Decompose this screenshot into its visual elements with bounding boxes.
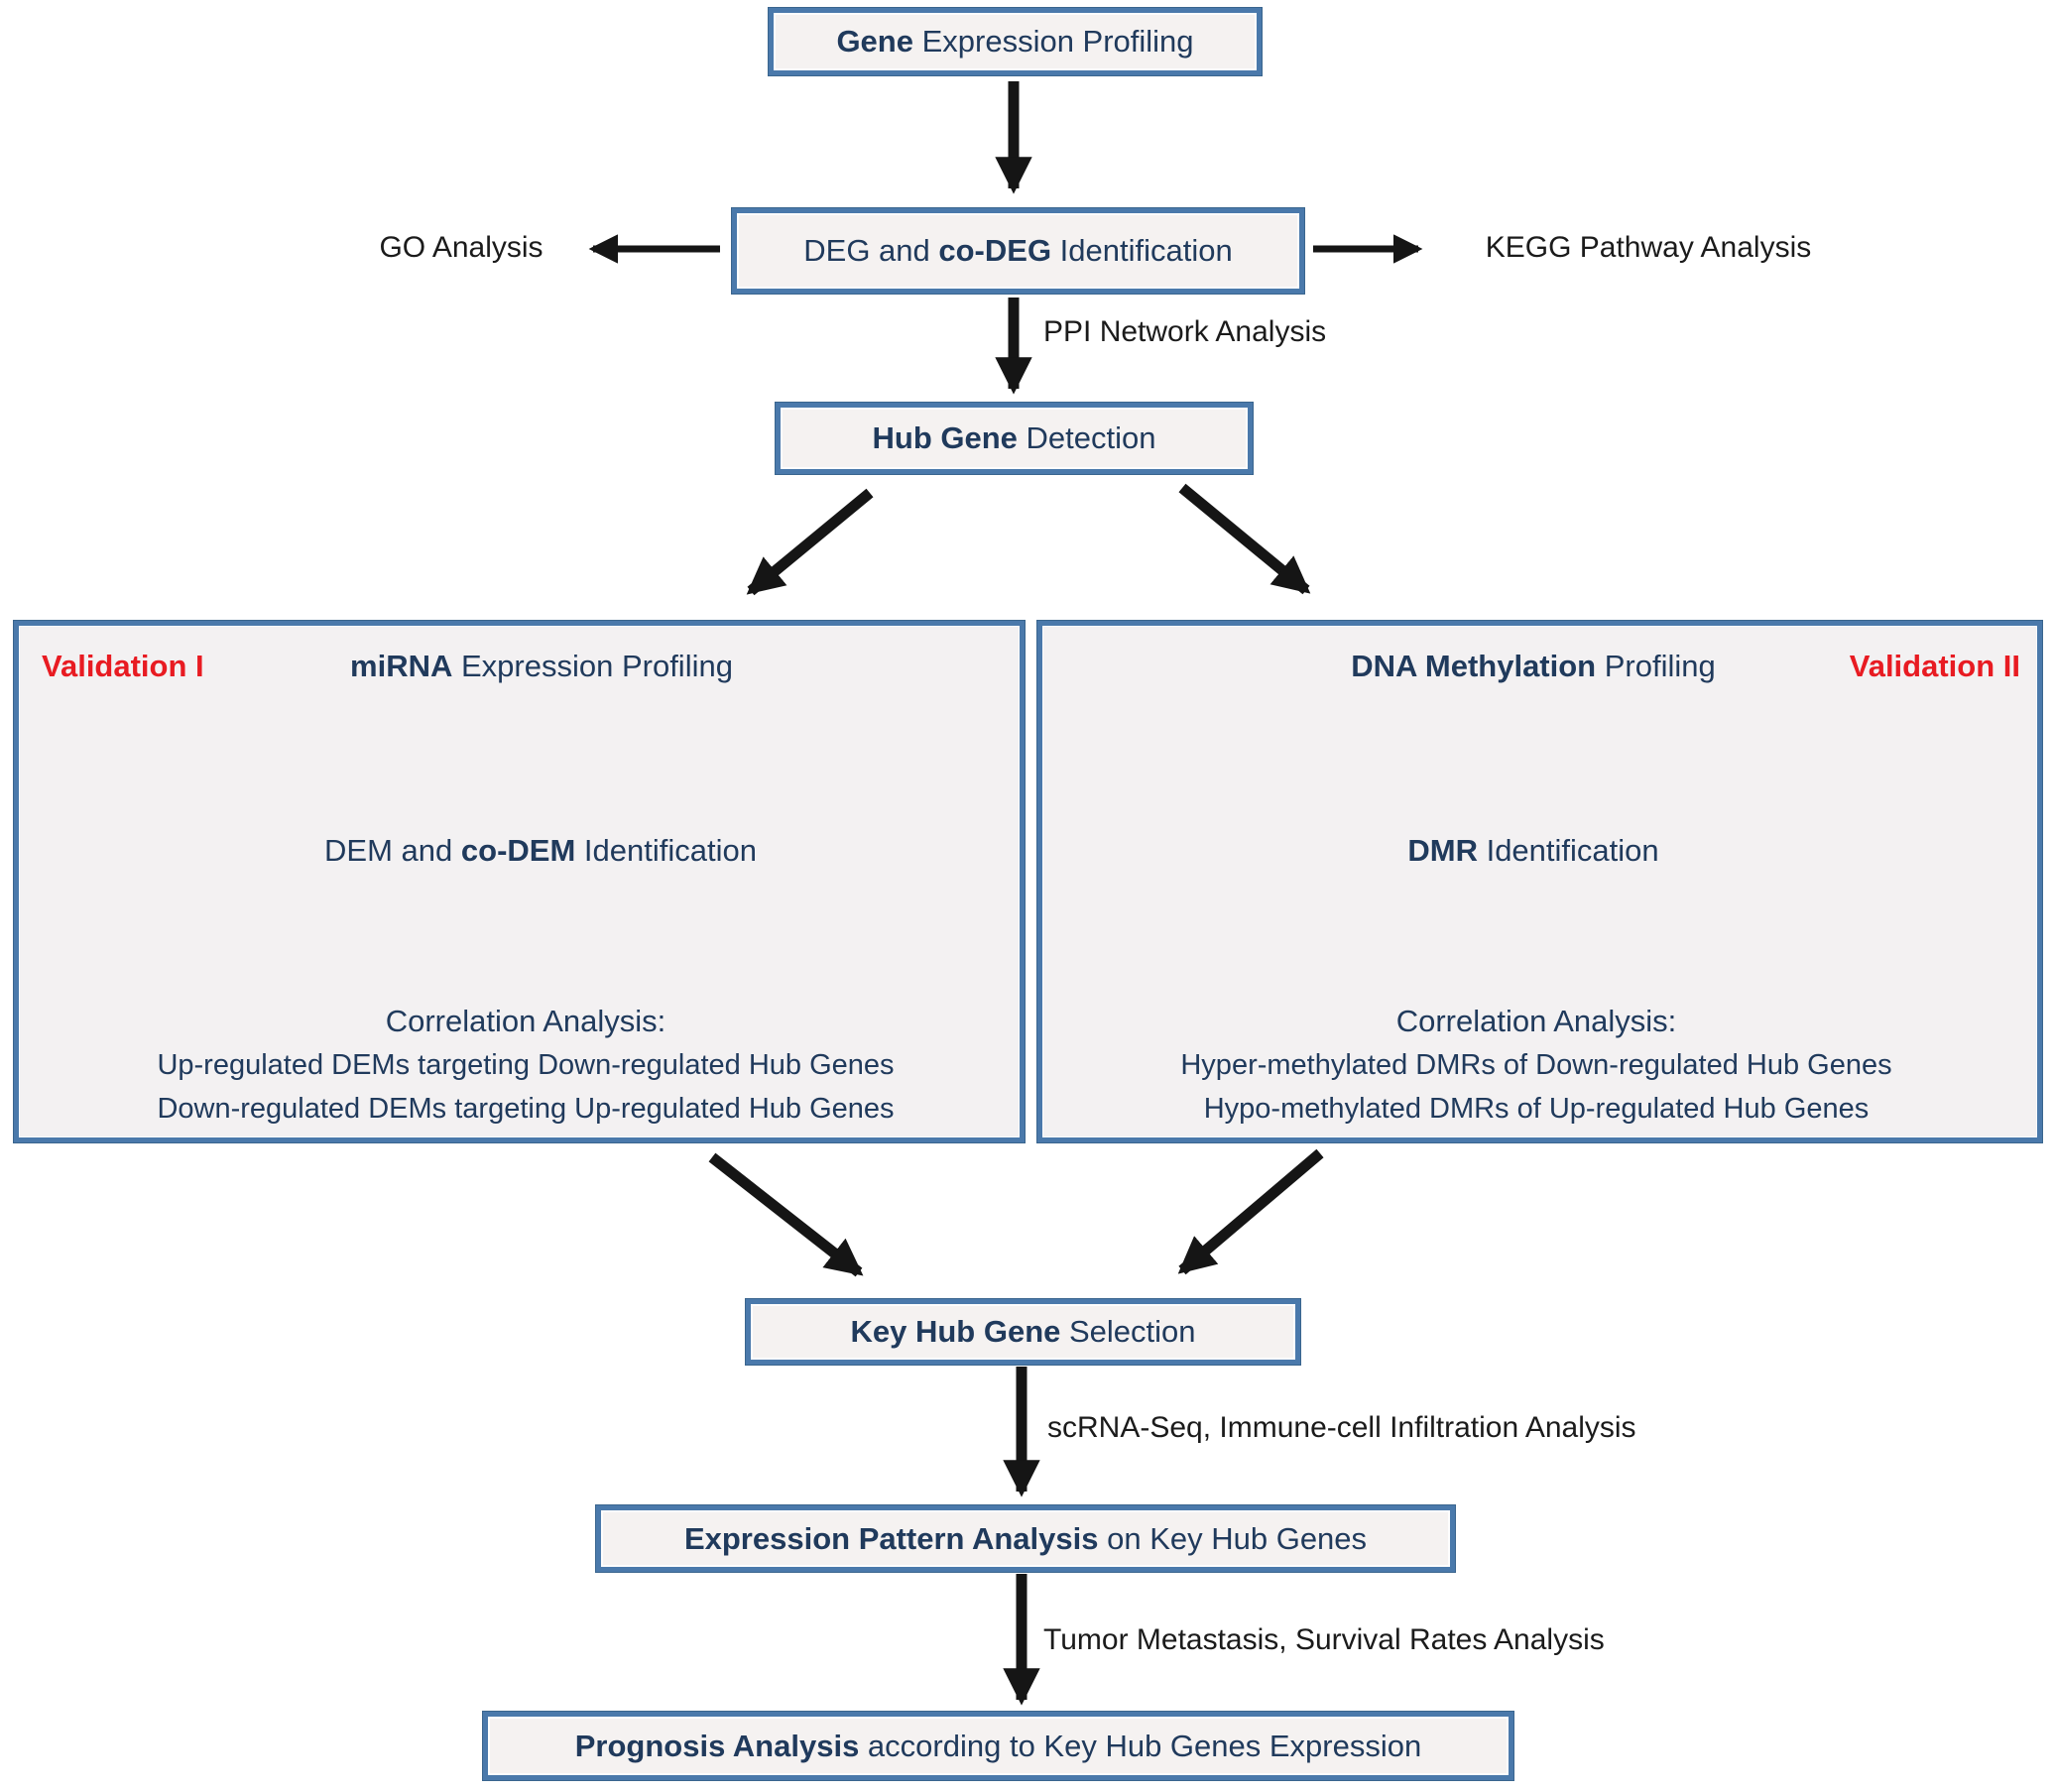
validation1-correlation-line1: Up-regulated DEMs targeting Down-regulat… xyxy=(157,1049,895,1081)
node-hub-bold: Hub Gene xyxy=(872,420,1018,455)
validation2-correlation-line1: Hyper-methylated DMRs of Down-regulated … xyxy=(1180,1049,1892,1081)
arrow-hub-to-validation1 xyxy=(746,488,874,596)
label-kegg-pathway-analysis: KEGG Pathway Analysis xyxy=(1485,231,1812,264)
validation1-tag: Validation I xyxy=(42,649,204,683)
label-ppi-network-analysis: PPI Network Analysis xyxy=(1043,315,1327,348)
validation1-correlation-line2: Down-regulated DEMs targeting Up-regulat… xyxy=(157,1093,895,1125)
arrow-hub-to-validation2 xyxy=(1178,483,1311,595)
node-gene-expression-profiling: Gene Expression Profiling xyxy=(769,8,1262,75)
node-expression-bold: Expression Pattern Analysis xyxy=(683,1520,1099,1556)
label-go-analysis: GO Analysis xyxy=(379,231,544,264)
node-key-rest: Selection xyxy=(1060,1314,1196,1349)
node-prognosis-rest: according to Key Hub Genes Expression xyxy=(859,1728,1422,1763)
validation2-box xyxy=(1037,621,2042,1142)
node-text: Key Hub Gene Selection xyxy=(850,1314,1195,1350)
validation2-correlation-line2: Hypo-methylated DMRs of Up-regulated Hub… xyxy=(1203,1093,1870,1125)
node-text: Prognosis Analysis according to Key Hub … xyxy=(575,1729,1421,1764)
node-gene-rest: Expression Profiling xyxy=(912,24,1194,59)
node-deg-rest: Identification xyxy=(1051,233,1233,268)
node-text: Expression Pattern Analysis on Key Hub G… xyxy=(684,1521,1367,1557)
node-gene-bold: Gene xyxy=(836,24,913,59)
validation1-title-bold: miRNA xyxy=(350,649,453,683)
node-key-bold: Key Hub Gene xyxy=(850,1314,1061,1349)
label-tumor-metastasis-survival: Tumor Metastasis, Survival Rates Analysi… xyxy=(1043,1623,1605,1656)
node-hub-rest: Detection xyxy=(1017,420,1156,455)
validation2-step-rest: Identification xyxy=(1477,833,1659,868)
validation2-step: DMR Identification xyxy=(1407,831,1658,871)
validation1-step-bold: co-DEM xyxy=(460,833,576,868)
validation1-title-rest: Expression Profiling xyxy=(452,649,733,683)
validation2-title-rest: Profiling xyxy=(1596,649,1716,683)
node-deg-identification: DEG and co-DEG Identification xyxy=(732,208,1304,294)
node-text: DEG and co-DEG Identification xyxy=(803,233,1232,269)
node-deg-pre: DEG and xyxy=(803,233,939,268)
node-prognosis-analysis: Prognosis Analysis according to Key Hub … xyxy=(483,1712,1513,1780)
validation1-step: DEM and co-DEM Identification xyxy=(324,831,757,871)
node-expression-pattern-analysis: Expression Pattern Analysis on Key Hub G… xyxy=(596,1505,1455,1572)
validation2-tag: Validation II xyxy=(1849,649,2020,683)
validation1-step-rest: Identification xyxy=(575,833,757,868)
validation1-correlation-heading: Correlation Analysis: xyxy=(385,1004,666,1038)
validation1-step-pre: DEM and xyxy=(324,833,461,868)
arrow-validation2-to-key xyxy=(1177,1148,1324,1275)
node-text: Gene Expression Profiling xyxy=(836,24,1193,60)
validation1-title: miRNA Expression Profiling xyxy=(350,647,733,686)
node-text: Hub Gene Detection xyxy=(873,420,1156,456)
validation1-box xyxy=(14,621,1025,1142)
validation2-step-bold: DMR xyxy=(1407,833,1478,868)
node-expression-rest: on Key Hub Genes xyxy=(1098,1520,1368,1556)
arrow-validation1-to-key xyxy=(708,1152,864,1277)
validation2-correlation-heading: Correlation Analysis: xyxy=(1395,1004,1677,1038)
node-deg-bold: co-DEG xyxy=(938,233,1052,268)
node-prognosis-bold: Prognosis Analysis xyxy=(574,1728,860,1763)
node-key-hub-gene-selection: Key Hub Gene Selection xyxy=(746,1299,1300,1365)
label-scrna-immune-infiltration: scRNA-Seq, Immune-cell Infiltration Anal… xyxy=(1047,1411,1636,1444)
node-hub-gene-detection: Hub Gene Detection xyxy=(776,403,1253,474)
validation2-title-bold: DNA Methylation xyxy=(1351,649,1597,683)
validation2-title: DNA Methylation Profiling xyxy=(1351,647,1715,686)
